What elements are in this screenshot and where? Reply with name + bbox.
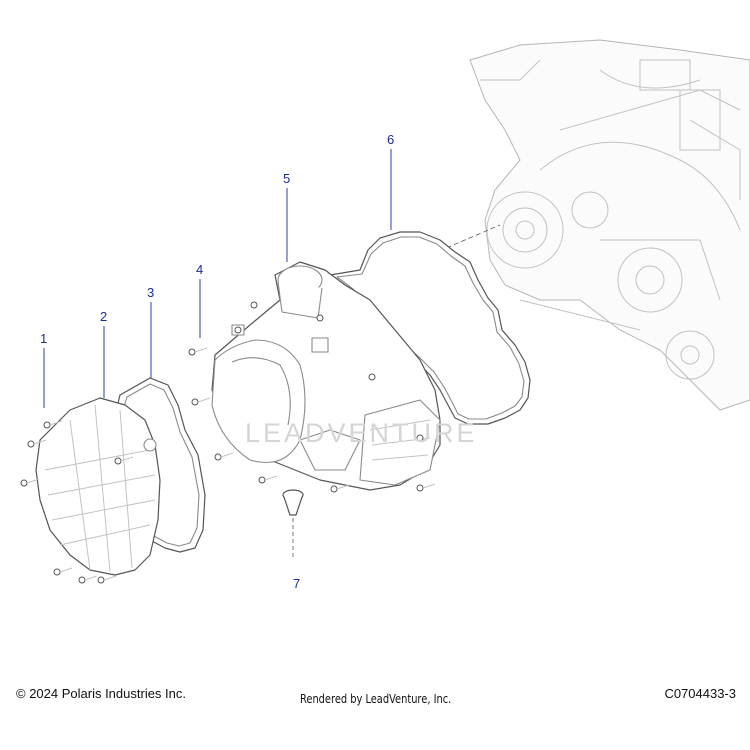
engine-assembly xyxy=(469,39,750,411)
svg-text:5: 5 xyxy=(283,171,290,186)
bolts xyxy=(20,301,436,584)
watermark: LEADVENTURE xyxy=(245,418,478,448)
svg-text:7: 7 xyxy=(293,576,300,591)
callout-6: 6 xyxy=(387,132,394,230)
svg-text:1: 1 xyxy=(40,331,47,346)
part-7-fitting xyxy=(282,489,304,560)
callout-5: 5 xyxy=(283,171,290,262)
copyright-text: © 2024 Polaris Industries Inc. xyxy=(16,686,186,701)
callout-3: 3 xyxy=(147,285,154,378)
part-2-cover xyxy=(35,397,161,576)
svg-text:6: 6 xyxy=(387,132,394,147)
svg-text:3: 3 xyxy=(147,285,154,300)
callout-1: 1 xyxy=(40,331,47,408)
callout-4: 4 xyxy=(196,262,203,338)
svg-text:4: 4 xyxy=(196,262,203,277)
rendered-by-text: Rendered by LeadVenture, Inc. xyxy=(300,692,452,706)
callout-7: 7 xyxy=(293,576,300,591)
callout-2: 2 xyxy=(100,309,107,398)
svg-text:2: 2 xyxy=(100,309,107,324)
part-5-clutch-cover xyxy=(211,261,441,491)
drawing-id: C0704433-3 xyxy=(664,686,736,701)
